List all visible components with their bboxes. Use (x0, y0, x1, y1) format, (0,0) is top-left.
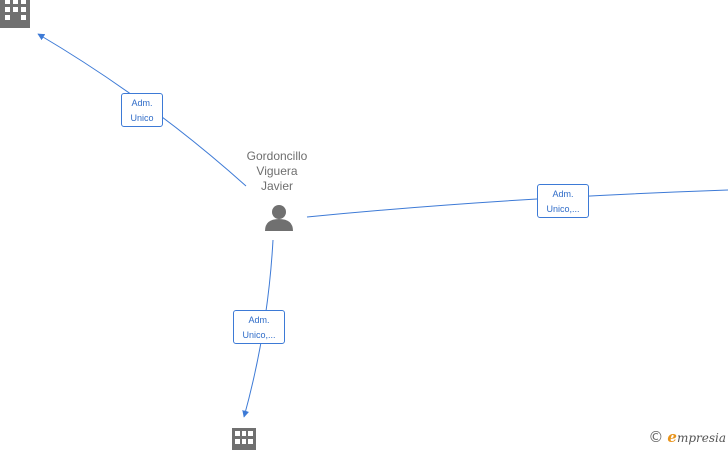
edge-label-right[interactable]: Adm. Unico,... (537, 184, 589, 218)
person-name-line: Javier (260, 179, 293, 193)
edge-to-company-right (306, 189, 728, 218)
copyright-icon: © (648, 428, 664, 446)
building-icon[interactable] (232, 428, 256, 450)
brand-initial: e (667, 428, 677, 446)
edge-label-bottom[interactable]: Adm. Unico,... (233, 310, 285, 344)
person-name-line: Viguera (256, 164, 298, 178)
brand-name: mpresia (676, 431, 726, 445)
person-name-line: Gordoncillo (246, 149, 308, 163)
edge-label-line: Unico (130, 113, 154, 123)
edge-label-line: Adm. (131, 98, 153, 108)
person-icon[interactable] (265, 205, 293, 231)
brand-footer: © empresia (648, 428, 726, 446)
edge-label-line: Unico,... (546, 204, 580, 214)
edge-label-line: Adm. (248, 315, 270, 325)
edge-label-line: Adm. (552, 189, 574, 199)
brand-logo: empresia (667, 428, 726, 446)
edge-label-top-left[interactable]: Adm. Unico (121, 93, 163, 127)
edge-label-line: Unico,... (242, 330, 276, 340)
building-icon[interactable] (0, 0, 30, 28)
person-name-label[interactable]: Gordoncillo Viguera Javier (232, 149, 322, 194)
